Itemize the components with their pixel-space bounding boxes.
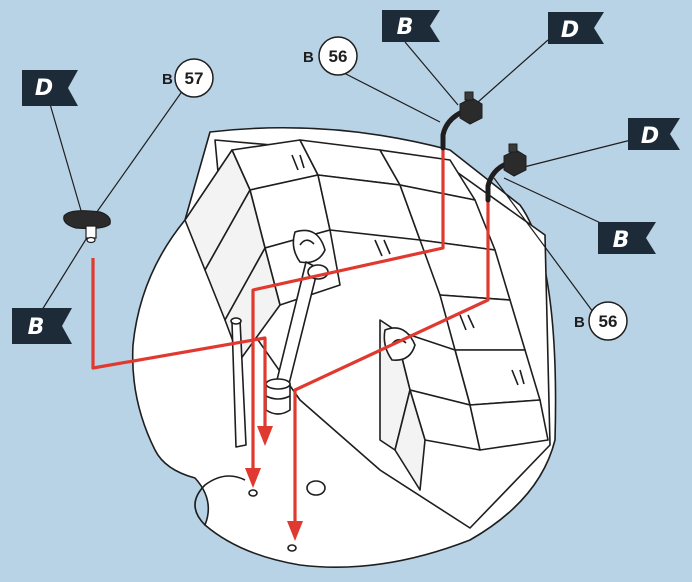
arrow-left-part bbox=[91, 258, 267, 430]
underbody-panel bbox=[131, 126, 557, 569]
bracket-left bbox=[292, 229, 326, 264]
callout-b56-top: B 56 bbox=[303, 36, 358, 76]
callout-prefix: B bbox=[162, 71, 173, 88]
mount-hole-b bbox=[287, 544, 297, 552]
callout-b56-right: B 56 bbox=[574, 301, 628, 341]
callout-number: 57 bbox=[185, 69, 204, 88]
flag-label: B bbox=[613, 228, 630, 253]
part-b56-cable-right bbox=[485, 143, 527, 203]
arrow-heads bbox=[245, 426, 303, 541]
part-b57-clip bbox=[63, 210, 111, 244]
callout-prefix: B bbox=[574, 314, 585, 331]
mount-hole-a bbox=[248, 489, 258, 497]
flag-label: D bbox=[35, 76, 53, 101]
slot-marks bbox=[291, 154, 525, 386]
flag-b-bottom-left: B bbox=[12, 308, 72, 344]
callout-prefix: B bbox=[303, 49, 314, 66]
part-b56-cable-top bbox=[440, 91, 483, 151]
callout-b57: B 57 bbox=[162, 58, 214, 98]
assembly-arrows bbox=[91, 148, 490, 525]
callout-number: 56 bbox=[599, 312, 618, 331]
flag-d-mid-right: D bbox=[628, 118, 680, 150]
callout-number: 56 bbox=[329, 47, 348, 66]
flag-b-right: B bbox=[598, 222, 656, 254]
frame-blocks bbox=[231, 139, 549, 451]
flag-b-top-center: B bbox=[382, 10, 440, 42]
flag-label: B bbox=[397, 15, 414, 40]
flag-d-top-right: D bbox=[548, 12, 604, 44]
flag-label: D bbox=[561, 18, 579, 43]
flag-label: D bbox=[641, 124, 659, 149]
flag-d-top-left: D bbox=[22, 70, 78, 106]
flag-label: B bbox=[28, 315, 45, 340]
round-boss bbox=[306, 480, 326, 496]
arrow-right-part bbox=[293, 200, 490, 525]
arrow-top-part bbox=[251, 148, 445, 472]
